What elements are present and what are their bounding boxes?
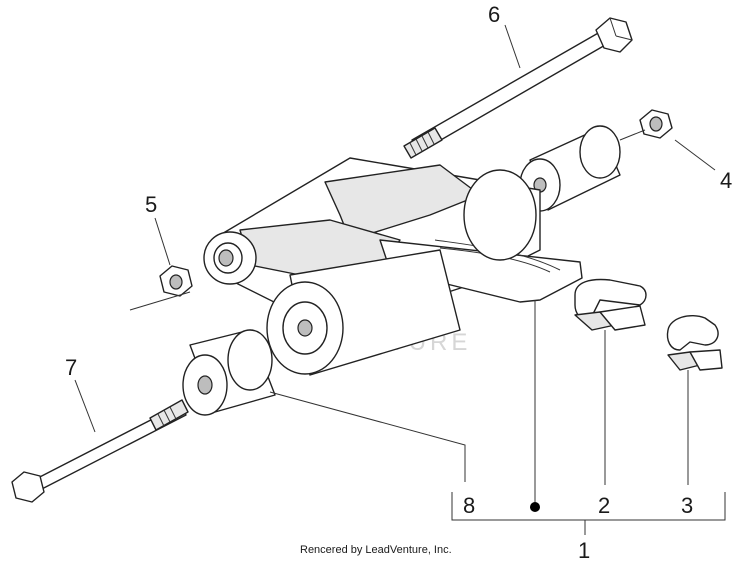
roller-lower	[266, 249, 461, 376]
callout-3: 3	[681, 493, 693, 518]
callout-4: 4	[720, 168, 732, 193]
leader-4	[674, 139, 716, 171]
callout-6: 6	[488, 2, 500, 27]
callout-2: 2	[598, 493, 610, 518]
leader-8	[269, 391, 466, 482]
leader-6	[504, 24, 521, 69]
assembly-dot	[530, 502, 540, 512]
leader-5b	[129, 291, 191, 311]
callout-5: 5	[145, 192, 157, 217]
callout-1: 1	[578, 538, 590, 562]
spacer-lower	[182, 329, 276, 416]
callout-8: 8	[463, 493, 475, 518]
callout-7: 7	[65, 355, 77, 380]
credit-text: Rencered by LeadVenture, Inc.	[300, 544, 452, 556]
clip-part-3	[666, 314, 723, 371]
clip-part-2	[574, 278, 647, 331]
nut-left	[159, 265, 193, 297]
leader-5	[154, 217, 171, 266]
nut-right	[639, 109, 673, 139]
leader-7	[74, 379, 96, 433]
leader-4b	[619, 129, 646, 141]
assembly-bracket	[451, 492, 726, 521]
bolt-long-bottom	[11, 399, 189, 503]
bolt-long-top	[403, 17, 633, 159]
